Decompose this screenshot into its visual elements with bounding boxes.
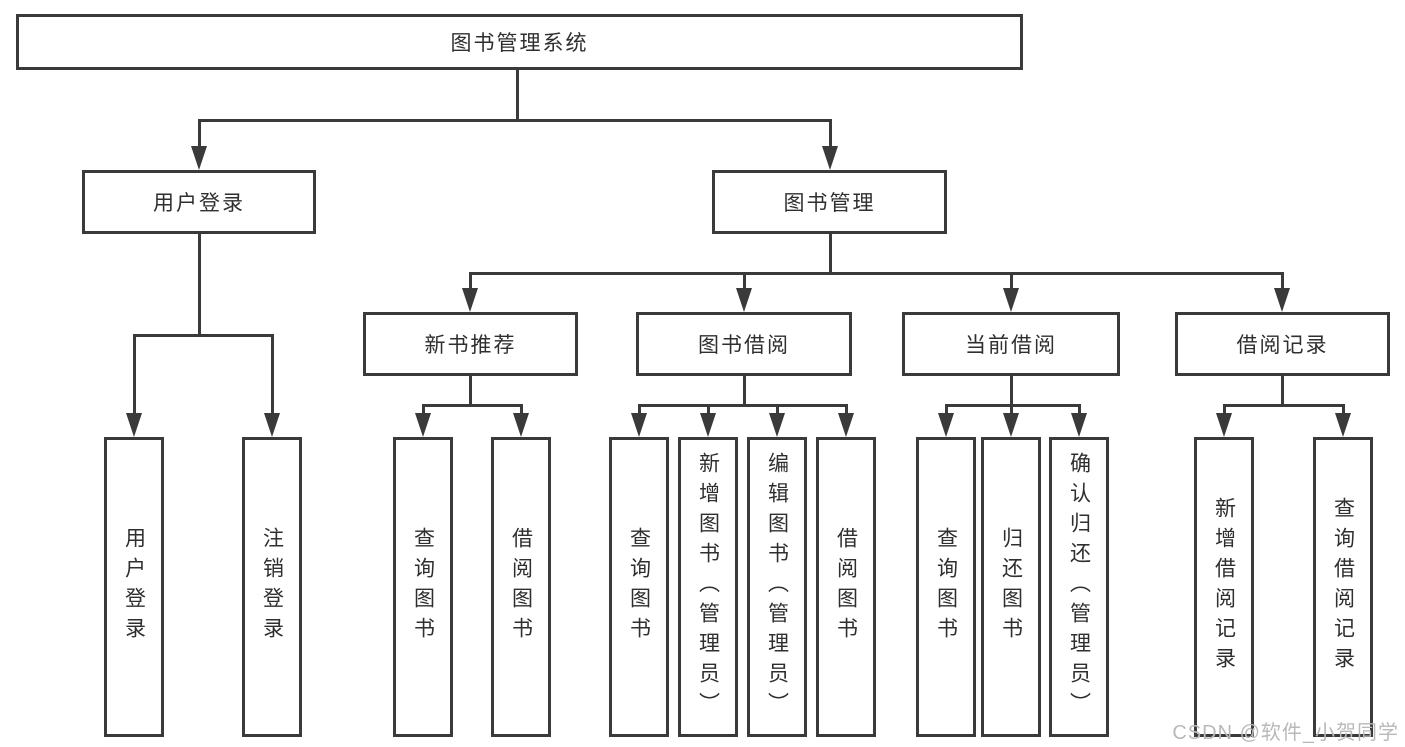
leaf-bb-add-books-admin-label: 新增图书（管理员） (696, 452, 720, 722)
hbar-level3 (468, 272, 1284, 275)
leaf-logout-label: 注销登录 (260, 527, 284, 647)
leaf-bb-add-books-admin: 新增图书（管理员） (678, 437, 738, 737)
arrow-shaft-bb-edit (775, 404, 779, 419)
leaf-user-login-label: 用户登录 (122, 527, 146, 647)
node-new-book-recommend: 新书推荐 (363, 312, 578, 376)
node-borrowing-records: 借阅记录 (1175, 312, 1390, 376)
node-book-management: 图书管理 (712, 170, 947, 234)
arrow-shaft-leaf-logout (270, 334, 274, 419)
arrow-shaft-bb-query (637, 404, 641, 419)
node-library-system: 图书管理系统 (16, 14, 1023, 70)
leaf-br-add-record-label: 新增借阅记录 (1212, 497, 1236, 677)
leaf-cb-query-books-label: 查询图书 (934, 527, 958, 647)
arrowhead-bb-query (631, 413, 647, 437)
arrow-shaft-current (1009, 272, 1013, 294)
hbar-records-group (1222, 404, 1345, 407)
node-current-borrowing: 当前借阅 (902, 312, 1120, 376)
leaf-cb-return-books: 归还图书 (981, 437, 1041, 737)
arrowhead-current (1003, 288, 1019, 312)
leaf-cb-confirm-return-admin-label: 确认归还（管理员） (1067, 452, 1091, 722)
leaf-cb-confirm-return-admin: 确认归还（管理员） (1049, 437, 1109, 737)
csdn-watermark: CSDN @软件_小贺同学 (1172, 722, 1399, 744)
arrow-shaft-borrowing (742, 272, 746, 294)
leaf-bb-edit-books-admin: 编辑图书（管理员） (747, 437, 807, 737)
arrowhead-leaf-login (126, 413, 142, 437)
node-user-login: 用户登录 (82, 170, 316, 234)
leaf-user-login: 用户登录 (104, 437, 164, 737)
leaf-br-add-record: 新增借阅记录 (1194, 437, 1254, 737)
arrowhead-recommend (462, 288, 478, 312)
hbar-recommend-group (421, 404, 523, 407)
arrowhead-user (191, 146, 207, 170)
arrowhead-records (1274, 288, 1290, 312)
leaf-bb-borrow-books-label: 借阅图书 (834, 527, 858, 647)
arrowhead-rec-borrow (513, 413, 529, 437)
leaf-bb-borrow-books: 借阅图书 (816, 437, 876, 737)
hbar-level1 (197, 119, 832, 122)
arrowhead-borrowing (736, 288, 752, 312)
stem-root (515, 69, 519, 121)
arrow-shaft-leaf-login (132, 334, 136, 419)
arrow-shaft-recommend (468, 272, 472, 294)
arrowhead-books (822, 146, 838, 170)
hbar-current-group (944, 404, 1081, 407)
arrowhead-leaf-logout (264, 413, 280, 437)
hbar-user-group (132, 334, 274, 337)
arrowhead-bb-borrow (838, 413, 854, 437)
stem-borrowing (742, 376, 746, 407)
leaf-rec-query-books: 查询图书 (393, 437, 453, 737)
arrow-shaft-rec-query (421, 404, 425, 419)
arrowhead-br-add (1216, 413, 1232, 437)
leaf-bb-query-books-label: 查询图书 (627, 527, 651, 647)
stem-recommend (468, 376, 472, 407)
node-book-borrowing: 图书借阅 (636, 312, 852, 376)
arrowhead-br-query (1335, 413, 1351, 437)
leaf-bb-edit-books-admin-label: 编辑图书（管理员） (765, 452, 789, 722)
stem-user (197, 234, 201, 336)
arrowhead-rec-query (415, 413, 431, 437)
leaf-rec-borrow-books-label: 借阅图书 (509, 527, 533, 647)
arrow-shaft-rec-borrow (519, 404, 523, 419)
arrowhead-bb-add (700, 413, 716, 437)
arrow-shaft-br-add (1222, 404, 1226, 419)
arrowhead-cb-confirm (1071, 413, 1087, 437)
arrow-shaft-cb-query (944, 404, 948, 419)
hbar-borrowing-group (637, 404, 848, 407)
stem-records (1280, 376, 1284, 407)
arrow-shaft-records (1280, 272, 1284, 294)
stem-books (828, 234, 832, 274)
leaf-br-query-record-label: 查询借阅记录 (1331, 497, 1355, 677)
leaf-rec-borrow-books: 借阅图书 (491, 437, 551, 737)
arrow-shaft-cb-confirm (1077, 404, 1081, 419)
leaf-cb-return-books-label: 归还图书 (999, 527, 1023, 647)
arrow-shaft-br-query (1341, 404, 1345, 419)
stem-current (1009, 376, 1013, 407)
arrow-shaft-bb-add (706, 404, 710, 419)
leaf-cb-query-books: 查询图书 (916, 437, 976, 737)
leaf-br-query-record: 查询借阅记录 (1313, 437, 1373, 737)
arrow-shaft-user (197, 119, 201, 152)
arrow-shaft-cb-return (1009, 404, 1013, 419)
arrow-shaft-books (828, 119, 832, 152)
arrowhead-cb-query (938, 413, 954, 437)
arrowhead-cb-return (1003, 413, 1019, 437)
leaf-rec-query-books-label: 查询图书 (411, 527, 435, 647)
arrow-shaft-bb-borrow (844, 404, 848, 419)
arrowhead-bb-edit (769, 413, 785, 437)
leaf-logout: 注销登录 (242, 437, 302, 737)
leaf-bb-query-books: 查询图书 (609, 437, 669, 737)
